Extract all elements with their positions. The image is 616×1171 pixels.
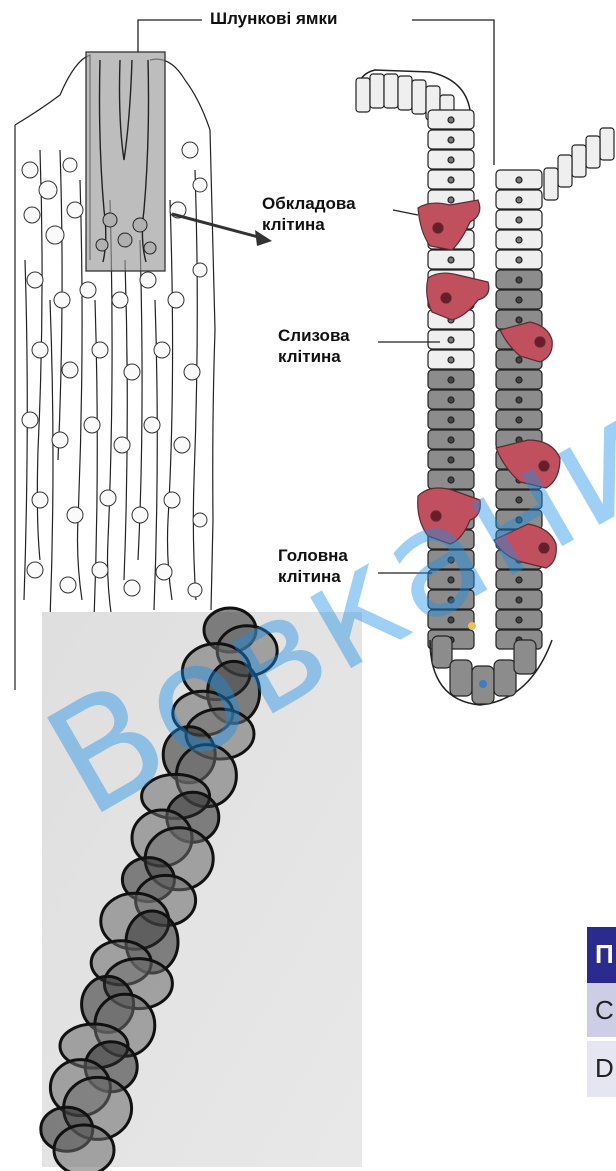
table-row: С [587,983,616,1039]
cell-nucleus [448,357,454,363]
cell-nucleus [516,617,522,623]
parietal-leader [393,210,418,215]
cell-nucleus [516,597,522,603]
mucous-cell-line2: клітина [278,346,350,367]
cell-nucleus [448,117,454,123]
cell-nucleus [516,237,522,243]
cell-nucleus [516,417,522,423]
cell-nucleus [448,597,454,603]
cell-nucleus [516,257,522,263]
cell-nucleus [516,517,522,523]
cell-nucleus [448,577,454,583]
cell-nucleus [448,377,454,383]
cell-nucleus [516,397,522,403]
micrograph-image [41,608,362,1171]
cell-nucleus [448,557,454,563]
gastric-pits-label: Шлункові ямки [210,8,337,29]
cell-nucleus [448,617,454,623]
mucous-cell-label: Слизова клітина [278,325,350,367]
cell-nucleus [448,437,454,443]
mucous-cell-line1: Слизова [278,325,350,346]
cell-nucleus [516,197,522,203]
table-row: D [587,1041,616,1097]
cell-nucleus [516,277,522,283]
cell-nucleus [448,257,454,263]
cell-nucleus [448,177,454,183]
cell-nucleus [516,317,522,323]
chief-cell-line1: Головна [278,545,348,566]
table-row-1-text: С [595,995,614,1026]
cell-nucleus [516,177,522,183]
table-header-text: П [595,939,614,970]
table-row-2-text: D [595,1053,614,1084]
cell-nucleus [516,297,522,303]
micrograph-cell [54,1125,114,1171]
cell-nucleus [448,477,454,483]
cell-nucleus [516,217,522,223]
gastric-gland-tubule [356,70,614,705]
cell-nucleus [516,577,522,583]
cell-nucleus [448,397,454,403]
chief-cell-label: Головна клітина [278,545,348,587]
cell-nucleus [516,357,522,363]
cell-nucleus [516,497,522,503]
chief-cell-line2: клітина [278,566,348,587]
cell-nucleus [448,457,454,463]
pits-leader-left [138,20,202,52]
parietal-cell-line2: клітина [262,214,356,235]
parietal-cell-line1: Обкладова [262,193,356,214]
cell-nucleus [516,377,522,383]
cell-nucleus [448,417,454,423]
cell-nucleus [448,337,454,343]
cell-nucleus [448,157,454,163]
gastric-pits-text: Шлункові ямки [210,8,337,29]
parietal-cell-label: Обкладова клітина [262,193,356,235]
cell-nucleus [448,197,454,203]
table-header-fragment: П [587,927,616,983]
cell-nucleus [448,137,454,143]
zoom-arrow [172,214,272,246]
